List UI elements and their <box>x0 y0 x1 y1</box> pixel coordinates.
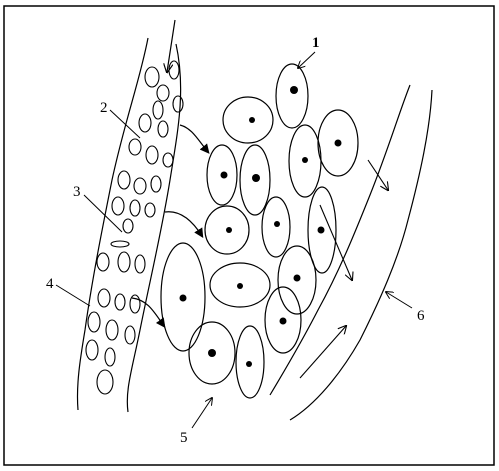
capillary-wall-right <box>127 44 180 412</box>
fluid-arrow <box>320 205 352 280</box>
label-1: 1 <box>312 35 320 51</box>
label-4: 4 <box>46 276 54 292</box>
lymph-vessel-wall-inner <box>270 85 410 395</box>
lymph-vessel-wall-outer <box>290 90 432 420</box>
blood-flow-arrow <box>167 20 175 72</box>
label-3: 3 <box>73 184 81 200</box>
capillary-wall-left <box>77 38 148 410</box>
label-5: 5 <box>180 430 188 446</box>
migration-arrows <box>132 125 208 326</box>
lymph-flow-arrow-top <box>368 160 388 190</box>
lymph-flow-arrow-bottom <box>300 326 346 378</box>
label-2: 2 <box>100 100 108 116</box>
tissue-cells <box>161 64 358 398</box>
cell-nuclei <box>180 86 342 367</box>
label-6: 6 <box>417 308 425 324</box>
